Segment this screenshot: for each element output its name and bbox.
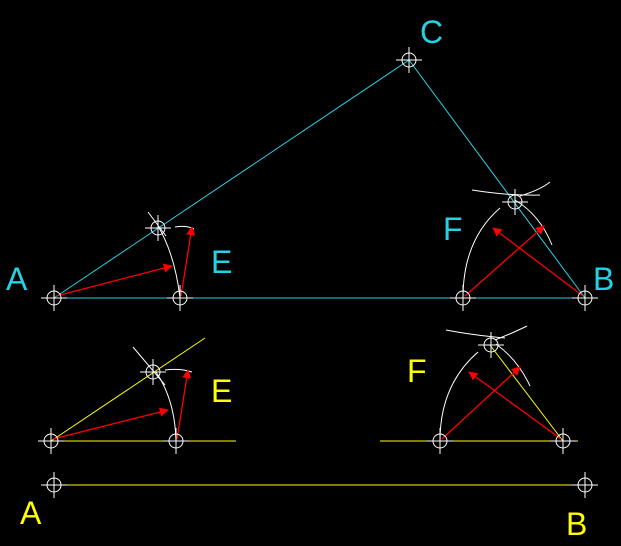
arc-e-cross [147, 211, 167, 237]
label-bottom-a: A [20, 495, 42, 531]
arc-f-cross1 [471, 189, 541, 196]
side-ac [53, 59, 410, 299]
top-triangle [53, 59, 586, 299]
label-top-c: C [420, 14, 443, 50]
label-top-e: E [211, 244, 232, 280]
arrow-b-to-f-bottom [468, 371, 562, 440]
arc-e-bottom [155, 371, 177, 442]
arc-f-bottom-left [439, 351, 479, 442]
arrow-f-up [464, 225, 545, 297]
label-top-f: F [443, 211, 463, 247]
marker-bl-a [38, 428, 64, 454]
marker-br-b [550, 428, 576, 454]
marker-top-a [41, 285, 67, 311]
arrow-e-up [180, 226, 196, 297]
marker-top-e [145, 215, 171, 241]
arrow-b-to-f [492, 227, 584, 297]
arc-f-bottom-cross1 [445, 329, 506, 339]
marker-bottom-b [572, 472, 598, 498]
label-top-b: B [593, 261, 614, 297]
label-top-a: A [6, 261, 28, 297]
marker-top-f [502, 189, 528, 215]
label-bottom-e: E [211, 373, 232, 409]
marker-top-f-base [450, 285, 476, 311]
marker-top-b [572, 285, 598, 311]
marker-br-f-base [427, 428, 453, 454]
bottom-right-construction [380, 325, 578, 442]
top-red-arrows [55, 225, 584, 297]
marker-top-c [396, 47, 422, 73]
arrow-e-up-bottom [176, 369, 192, 440]
angle-line-right [489, 344, 564, 442]
side-bc [408, 59, 586, 299]
marker-bl-e [140, 359, 166, 385]
arrow-a-to-e-bottom [52, 407, 169, 440]
point-markers [38, 47, 598, 498]
top-construction-arcs [147, 181, 553, 299]
marker-bottom-a [41, 472, 67, 498]
arrow-a-to-e [55, 263, 173, 297]
label-bottom-f: F [407, 353, 427, 389]
arrow-f-up-bottom [441, 366, 521, 440]
arc-f-right [514, 199, 553, 246]
marker-top-e-base [167, 285, 193, 311]
marker-bl-e-base [163, 428, 189, 454]
arc-e-top [157, 225, 181, 299]
arc-f-bottom-right [495, 343, 531, 387]
label-bottom-b: B [566, 506, 587, 542]
arc-f-bottom-cross2 [494, 325, 528, 341]
bottom-left-construction [44, 337, 236, 442]
arc-f-cross2 [519, 181, 551, 197]
angle-line-left [50, 337, 206, 442]
marker-br-f [478, 332, 504, 358]
arc-f-left [462, 207, 501, 299]
